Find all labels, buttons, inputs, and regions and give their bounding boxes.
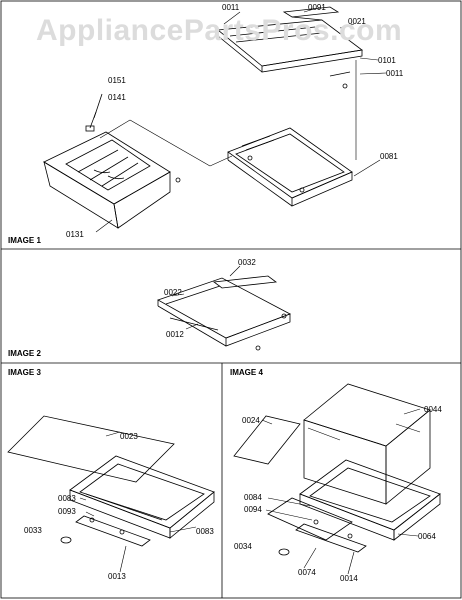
callout-0131: 0131 — [66, 230, 84, 239]
callout-0094: 0094 — [244, 505, 262, 514]
panel-title-image2: IMAGE 2 — [8, 349, 41, 358]
callout-0084: 0084 — [244, 493, 262, 502]
callout-0034: 0034 — [234, 542, 252, 551]
callout-0151: 0151 — [108, 76, 126, 85]
callout-0074: 0074 — [298, 568, 316, 577]
image1-crisper-drawer — [43, 93, 181, 229]
callout-0022: 0022 — [164, 288, 182, 297]
callout-0081: 0081 — [380, 152, 398, 161]
panel-title-image4: IMAGE 4 — [230, 368, 263, 377]
image4-shelf-assembly — [233, 383, 441, 575]
callout-0012: 0012 — [166, 330, 184, 339]
callout-0064: 0064 — [418, 532, 436, 541]
image1-top-shelf — [216, 6, 363, 89]
panel-title-image1: IMAGE 1 — [8, 236, 41, 245]
image1-shelf-frame — [227, 127, 353, 207]
callout-0083-right: 0083 — [196, 527, 214, 536]
callout-0023: 0023 — [120, 432, 138, 441]
image3-shelf-assembly — [7, 415, 215, 573]
callout-0044: 0044 — [424, 405, 442, 414]
callout-0021: 0021 — [348, 17, 366, 26]
callout-0024: 0024 — [242, 416, 260, 425]
callout-0013: 0013 — [108, 572, 126, 581]
callout-0033: 0033 — [24, 526, 42, 535]
callout-0014: 0014 — [340, 574, 358, 583]
image1-leaders — [95, 8, 387, 233]
callout-0011-side: 0011 — [386, 69, 404, 78]
watermark-text: AppliancePartsPros.com — [36, 14, 403, 47]
callout-0093: 0093 — [58, 507, 76, 516]
callout-0091: 0091 — [308, 3, 326, 12]
callout-0101: 0101 — [378, 56, 396, 65]
callout-0032: 0032 — [238, 258, 256, 267]
panel-title-image3: IMAGE 3 — [8, 368, 41, 377]
callout-0011-top: 0011 — [222, 3, 240, 12]
image2-glass-shelf — [157, 265, 291, 351]
callout-0083-left: 0083 — [58, 494, 76, 503]
callout-0141: 0141 — [108, 93, 126, 102]
